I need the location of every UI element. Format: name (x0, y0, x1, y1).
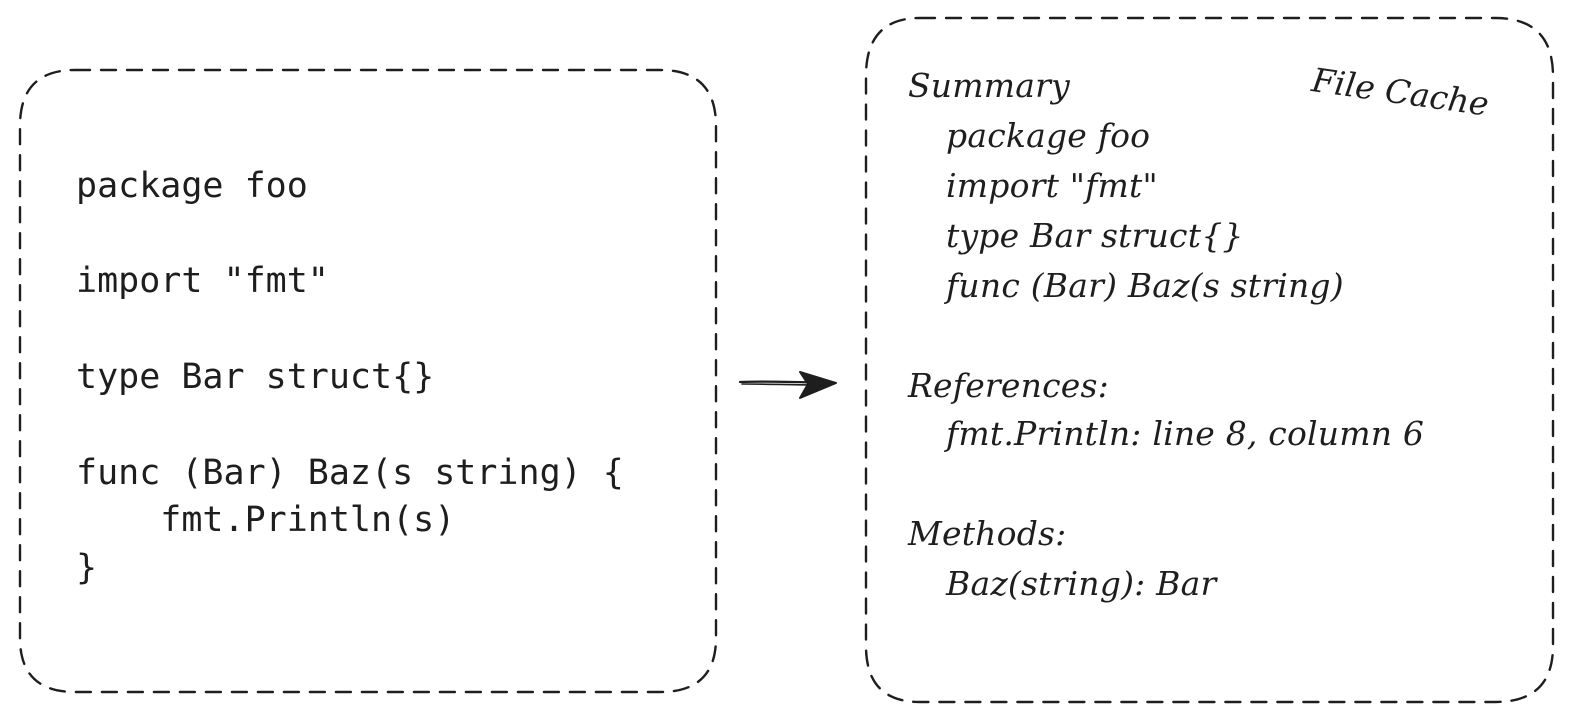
arrow-right-icon (738, 371, 837, 399)
code-line-import: import "fmt" (76, 261, 329, 301)
summary-item-package: package foo (946, 116, 1151, 155)
references-item: fmt.Println: line 8, column 6 (946, 414, 1425, 453)
methods-heading: Methods: (908, 514, 1067, 553)
code-line-type: type Bar struct{} (76, 357, 435, 397)
source-file-box (18, 68, 718, 694)
summary-heading: Summary (908, 66, 1070, 105)
code-line-close-brace: } (76, 548, 98, 588)
summary-item-type: type Bar struct{} (946, 216, 1244, 255)
code-line-package: package foo (76, 166, 308, 206)
summary-item-func: func (Bar) Baz(s string) (946, 266, 1344, 305)
summary-item-import: import "fmt" (946, 166, 1158, 205)
methods-item: Baz(string): Bar (946, 564, 1217, 603)
code-line-func: func (Bar) Baz(s string) { (76, 453, 624, 493)
references-heading: References: (908, 366, 1109, 405)
code-line-body: fmt.Println(s) (76, 500, 456, 540)
file-cache-box (864, 16, 1555, 704)
